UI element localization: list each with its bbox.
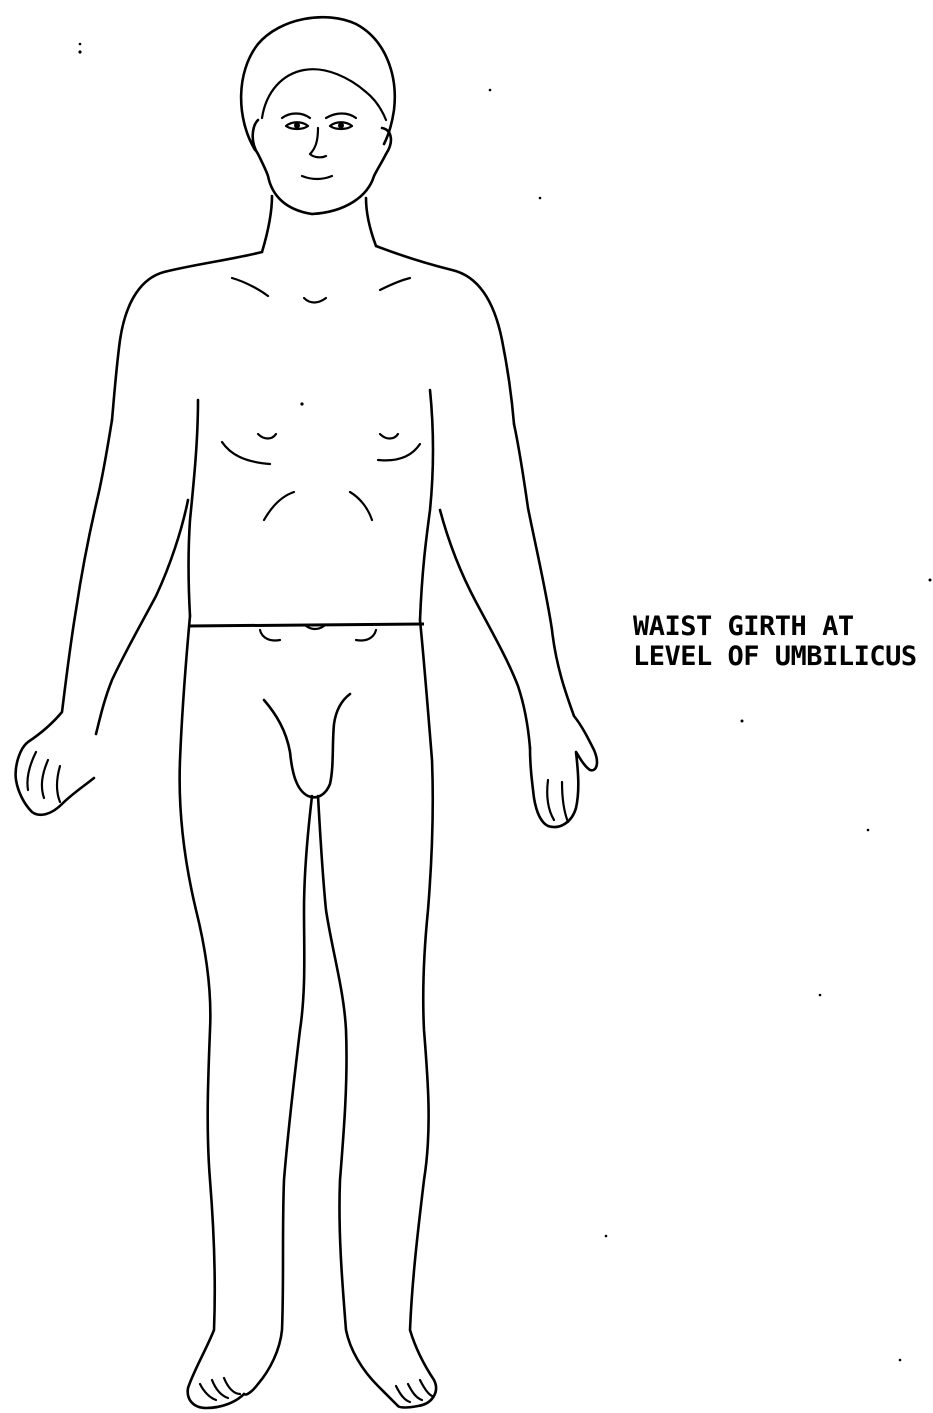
neck bbox=[262, 196, 376, 252]
left-leg-outer bbox=[180, 616, 244, 1408]
left-torso-side bbox=[189, 400, 199, 616]
face-left-contour bbox=[253, 120, 312, 214]
annotation-line-1: WAIST GIRTH AT bbox=[633, 612, 917, 642]
left-finger-1 bbox=[27, 752, 36, 790]
left-shoulder bbox=[112, 252, 262, 420]
right-arm bbox=[440, 424, 597, 827]
sternal-notch bbox=[304, 298, 326, 303]
neck-left bbox=[262, 196, 272, 252]
right-finger-1 bbox=[547, 780, 554, 820]
right-pupil bbox=[338, 123, 344, 129]
left-rib-arc bbox=[264, 492, 294, 520]
annotation-line-2: LEVEL OF UMBILICUS bbox=[633, 642, 917, 672]
scan-specks bbox=[78, 43, 931, 1362]
left-finger-3 bbox=[57, 766, 60, 802]
left-pectoral bbox=[222, 442, 270, 464]
right-finger-2 bbox=[562, 782, 568, 822]
left-nipple-mark bbox=[258, 434, 276, 439]
left-clavicle bbox=[232, 278, 268, 296]
right-nipple-mark bbox=[380, 434, 398, 439]
right-hip-crease bbox=[356, 630, 376, 641]
right-leg-inner bbox=[318, 796, 398, 1406]
hairline bbox=[262, 69, 386, 120]
waist-girth-line bbox=[188, 624, 424, 626]
left-leg-inner bbox=[244, 796, 312, 1395]
left-finger-2 bbox=[42, 760, 48, 798]
face-right-contour bbox=[312, 128, 391, 214]
left-arm bbox=[16, 420, 188, 815]
left-arm-outer bbox=[16, 420, 112, 815]
right-eyebrow bbox=[326, 114, 356, 119]
waist-girth-annotation: WAIST GIRTH AT LEVEL OF UMBILICUS bbox=[633, 612, 917, 672]
left-pupil bbox=[294, 123, 300, 129]
right-rib-arc bbox=[350, 492, 372, 520]
left-eyebrow bbox=[282, 114, 310, 119]
left-arm-inner bbox=[96, 500, 188, 734]
mouth bbox=[302, 176, 332, 179]
right-clavicle bbox=[380, 278, 410, 290]
left-toes bbox=[200, 1378, 240, 1400]
legs bbox=[180, 616, 436, 1408]
right-pectoral bbox=[378, 444, 420, 460]
right-arm-outer bbox=[514, 424, 597, 827]
neck-right bbox=[366, 198, 376, 246]
right-toes bbox=[396, 1380, 432, 1402]
nose bbox=[310, 128, 326, 157]
groin-outline bbox=[264, 694, 350, 797]
torso bbox=[112, 246, 514, 641]
right-leg-outer bbox=[398, 620, 436, 1408]
head bbox=[241, 17, 395, 214]
right-arm-inner bbox=[440, 510, 530, 748]
left-hip-crease bbox=[260, 630, 280, 641]
right-torso-side bbox=[420, 390, 433, 620]
right-shoulder bbox=[376, 246, 514, 424]
